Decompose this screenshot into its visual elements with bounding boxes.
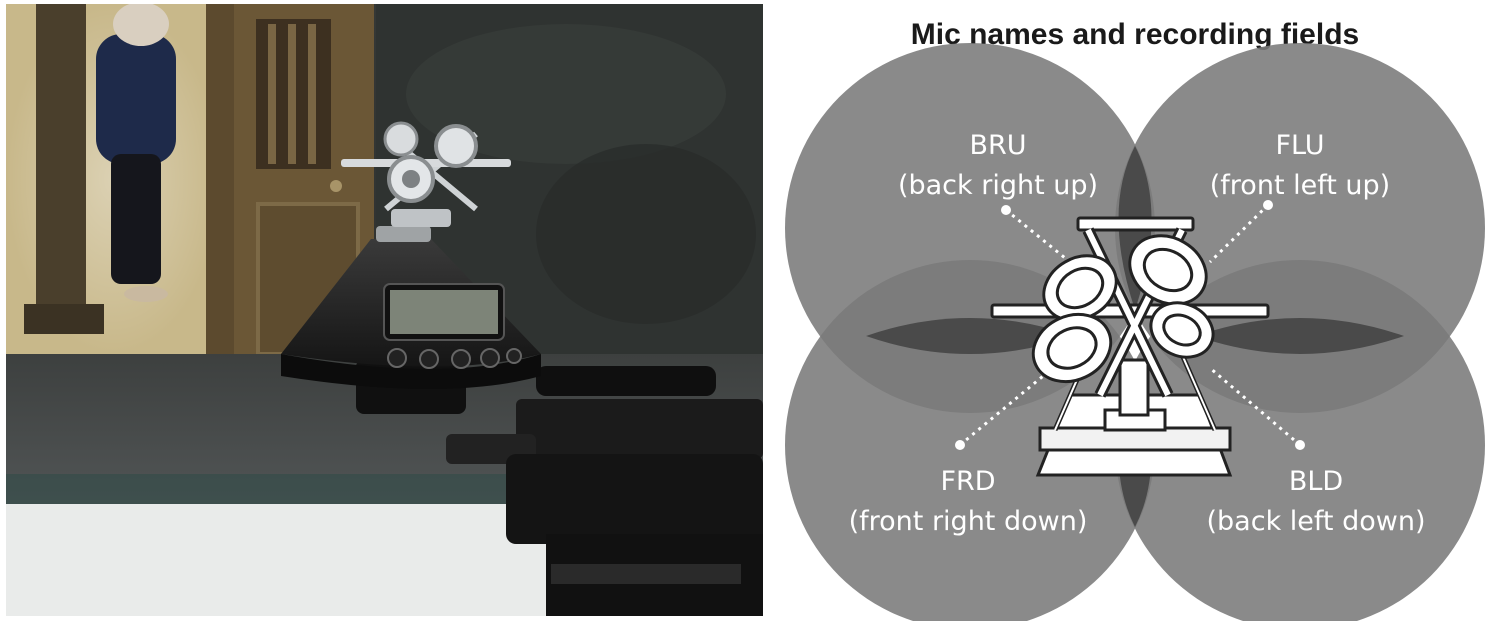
mic-name-frd: (front right down) [849,506,1088,537]
mic-name-bld: (back left down) [1207,506,1426,537]
door-frame [206,4,236,384]
mic-label-bru: BRU (back right up) [898,130,1098,201]
mic-code-bld: BLD [1289,466,1343,497]
mic-code-frd: FRD [940,466,995,497]
recorder-photo [6,4,763,616]
leader-lines [959,203,1301,447]
mic-name-bru: (back right up) [898,170,1098,201]
mic-label-flu: FLU (front left up) [1210,130,1390,201]
mic-label-bld: BLD (back left down) [1207,466,1426,537]
tripod [446,366,763,616]
mic-name-flu: (front left up) [1210,170,1390,201]
recorder [281,121,541,414]
person [96,4,176,302]
mic-field-diagram: Mic names and recording fields B [770,0,1500,621]
mic-code-bru: BRU [969,130,1026,161]
mic-capsule-illustration [990,216,1270,477]
mic-code-flu: FLU [1276,130,1325,161]
table-surface [6,504,566,616]
pillar [36,4,86,334]
mic-label-frd: FRD (front right down) [849,466,1088,537]
